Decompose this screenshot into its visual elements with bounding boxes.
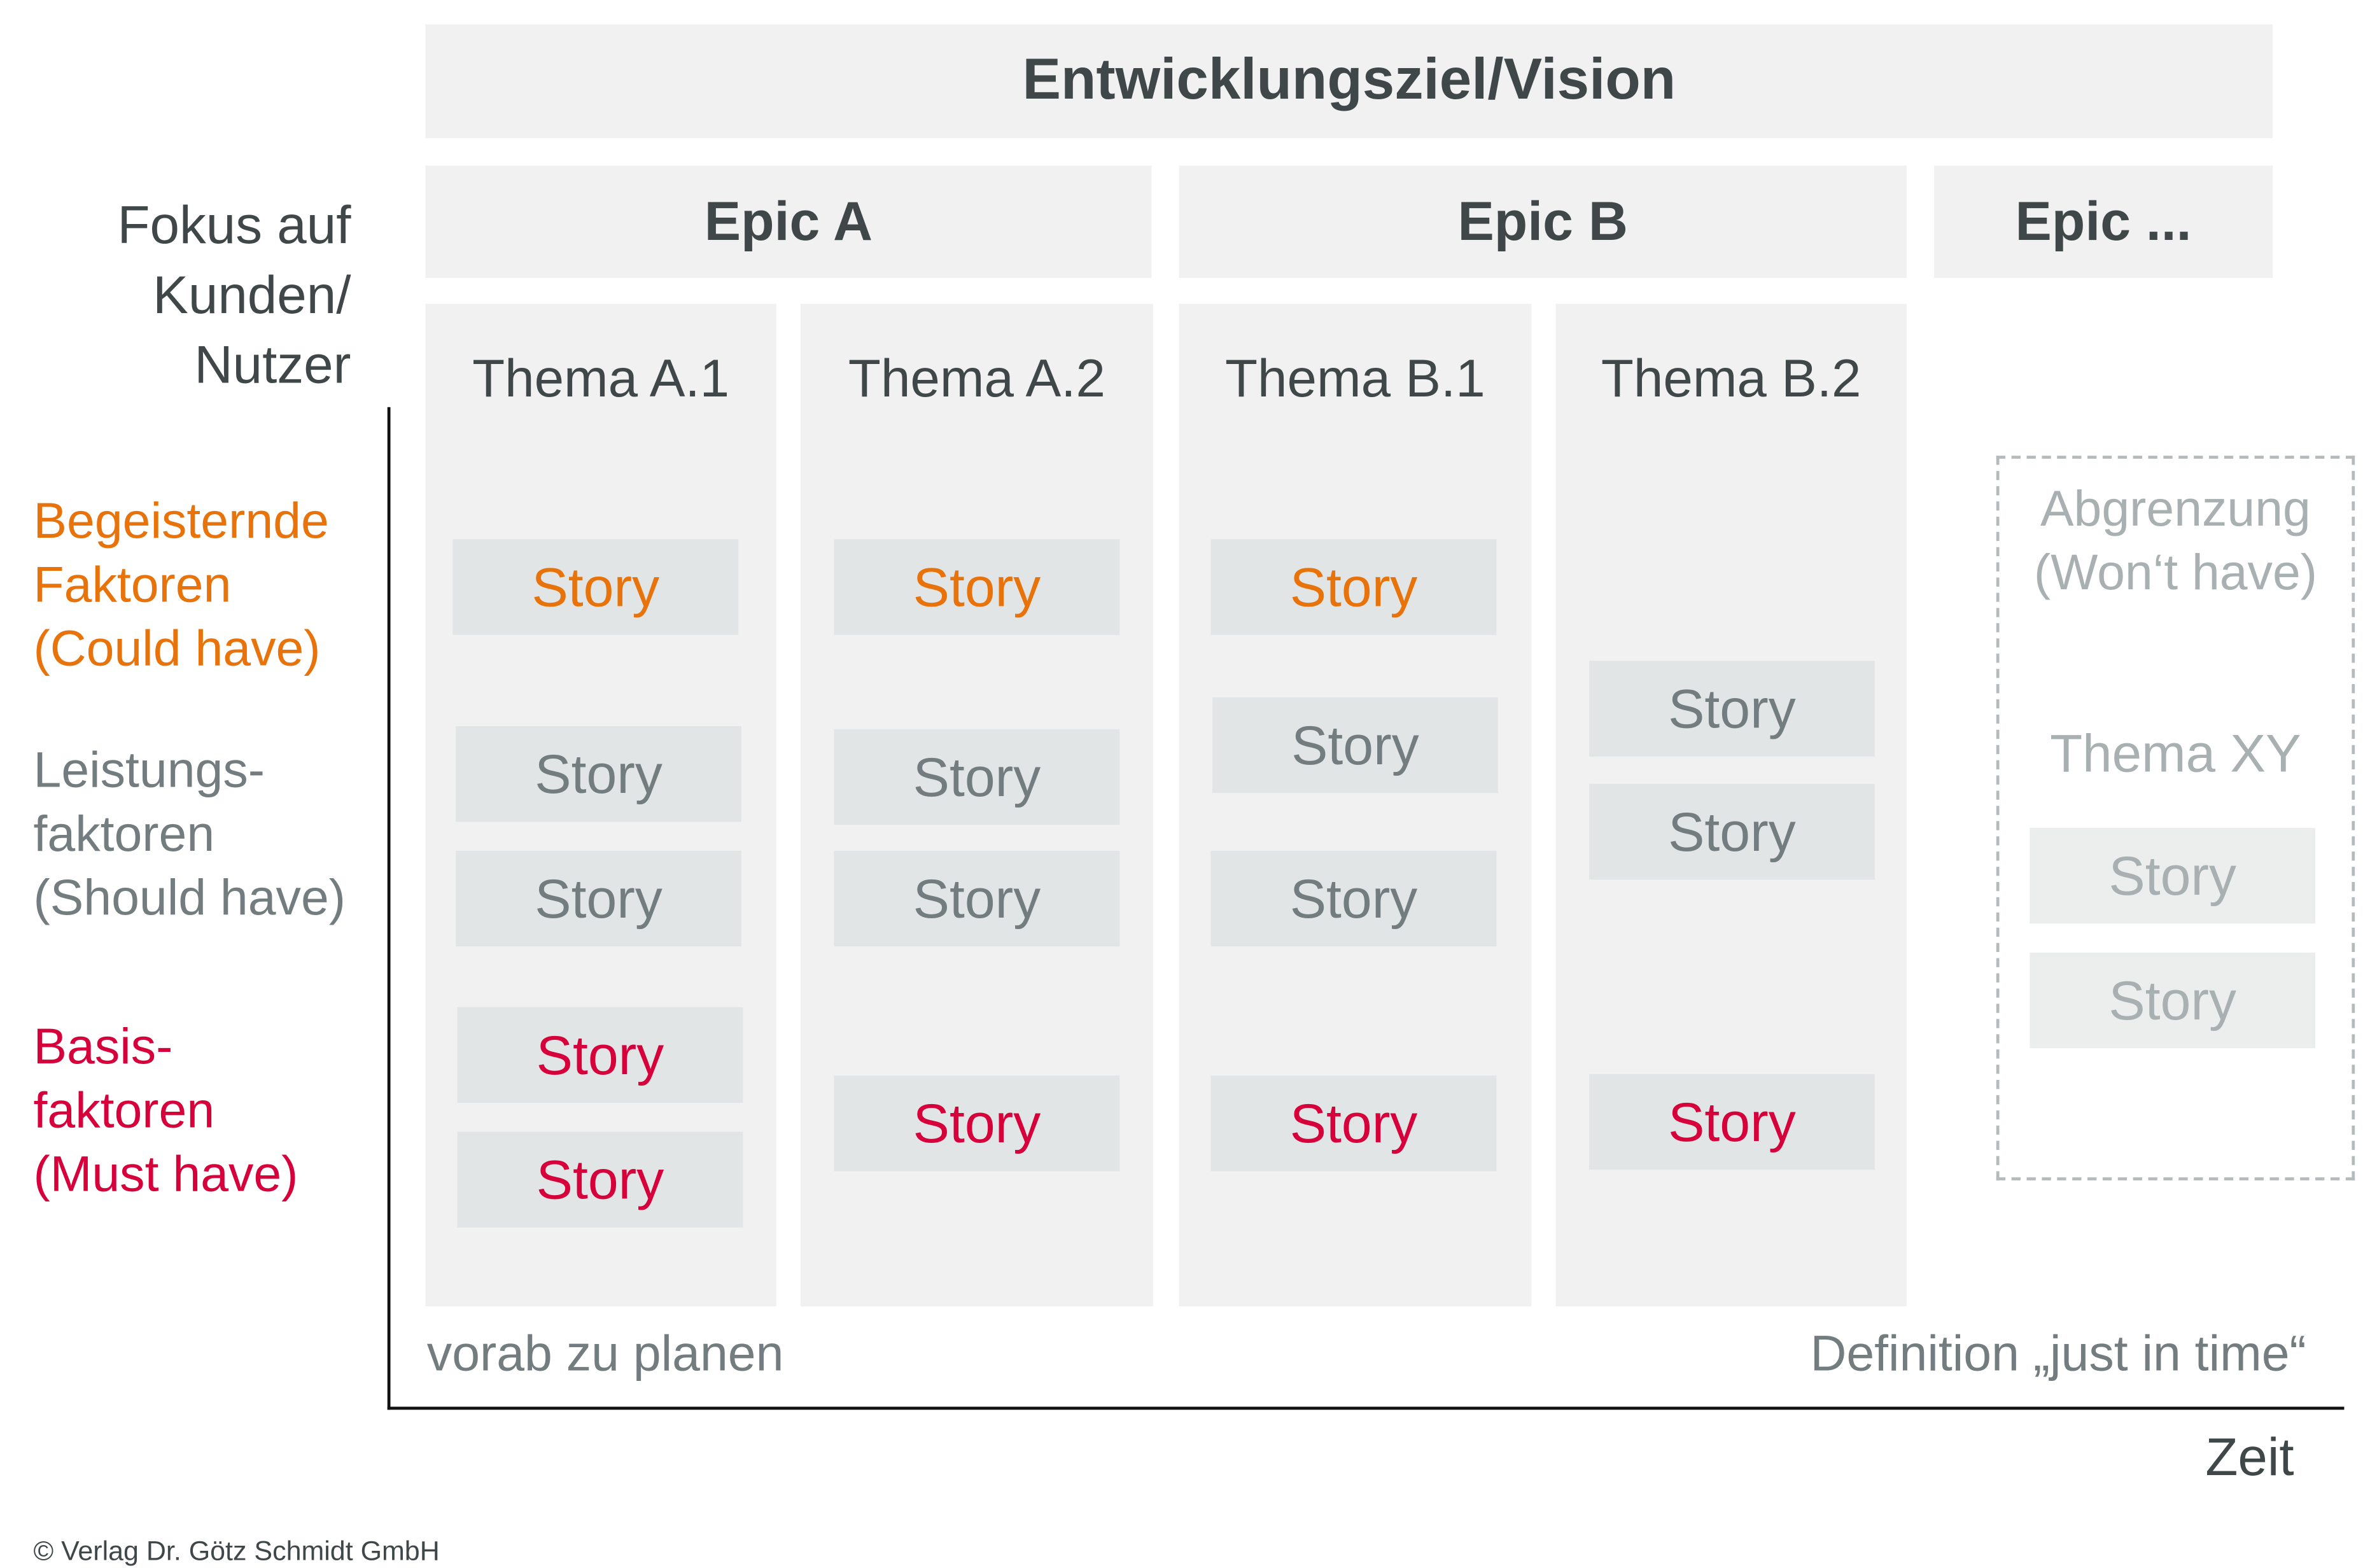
y-label-line: Fokus auf	[117, 195, 351, 256]
category-line: (Must have)	[33, 1145, 298, 1202]
story-card-could: Story	[834, 539, 1120, 635]
story-card-should: Story	[834, 850, 1120, 947]
y-axis-label: Fokus auf Kunden/ Nutzer	[118, 192, 351, 401]
story-card-should: Story	[1210, 850, 1497, 947]
story-card-must: Story	[1210, 1075, 1497, 1172]
copyright: © Verlag Dr. Götz Schmidt GmbH	[33, 1536, 440, 1567]
category-line: Faktoren	[33, 556, 232, 613]
plan-ahead-label: vorab zu planen	[426, 1324, 784, 1381]
x-axis-label: Zeit	[2205, 1427, 2294, 1488]
category-line: Basis-	[33, 1018, 173, 1074]
story-card-could: Story	[452, 539, 739, 635]
exclusion-story: Story	[2030, 952, 2316, 1049]
story-card-should: Story	[1589, 661, 1875, 757]
story-card-must: Story	[1589, 1074, 1875, 1170]
epic-more: Epic ...	[1933, 165, 2273, 278]
category-line: faktoren	[33, 805, 215, 862]
category-line: (Could have)	[33, 619, 321, 676]
theme-label: Thema A.2	[848, 349, 1105, 409]
theme-label: Thema B.1	[1225, 349, 1485, 409]
y-axis-line	[387, 407, 391, 1410]
vision-bar: Entwicklungsziel/Vision	[425, 24, 2273, 139]
story-card-should: Story	[1212, 697, 1498, 794]
story-card-should: Story	[834, 729, 1120, 825]
exclusion-title: Abgrenzung (Won‘t have)	[2000, 477, 2352, 605]
exclusion-box: Abgrenzung (Won‘t have) Thema XY Story S…	[1996, 456, 2355, 1180]
exclusion-story: Story	[2030, 828, 2316, 924]
story-card-should: Story	[456, 850, 741, 947]
exclusion-title-line: Abgrenzung	[2040, 480, 2311, 536]
category-line: (Should have)	[33, 869, 346, 925]
story-card-could: Story	[1210, 539, 1497, 635]
story-card-must: Story	[834, 1075, 1120, 1172]
priority-category: Basis-faktoren (Must have)	[34, 1015, 298, 1207]
story-card-should: Story	[456, 726, 741, 822]
story-card-must: Story	[457, 1007, 743, 1103]
category-line: faktoren	[33, 1081, 215, 1138]
just-in-time-label: Definition „just in time“	[1810, 1324, 2306, 1381]
category-line: Leistungs-	[33, 741, 265, 798]
exclusion-title-line: (Won‘t have)	[2033, 543, 2318, 600]
priority-category: Leistungs-faktoren (Should have)	[34, 738, 346, 930]
theme-label: Thema B.2	[1601, 349, 1862, 409]
category-line: Begeisternde	[33, 492, 329, 549]
y-label-line: Nutzer	[194, 335, 351, 395]
story-card-must: Story	[457, 1131, 743, 1228]
epic-a: Epic A	[425, 165, 1152, 278]
theme-label: Thema A.1	[472, 349, 730, 409]
story-card-should: Story	[1589, 783, 1875, 880]
exclusion-theme: Thema XY	[2050, 724, 2301, 784]
y-label-line: Kunden/	[153, 265, 351, 325]
epic-b: Epic B	[1179, 165, 1907, 278]
x-axis-line	[387, 1406, 2345, 1410]
